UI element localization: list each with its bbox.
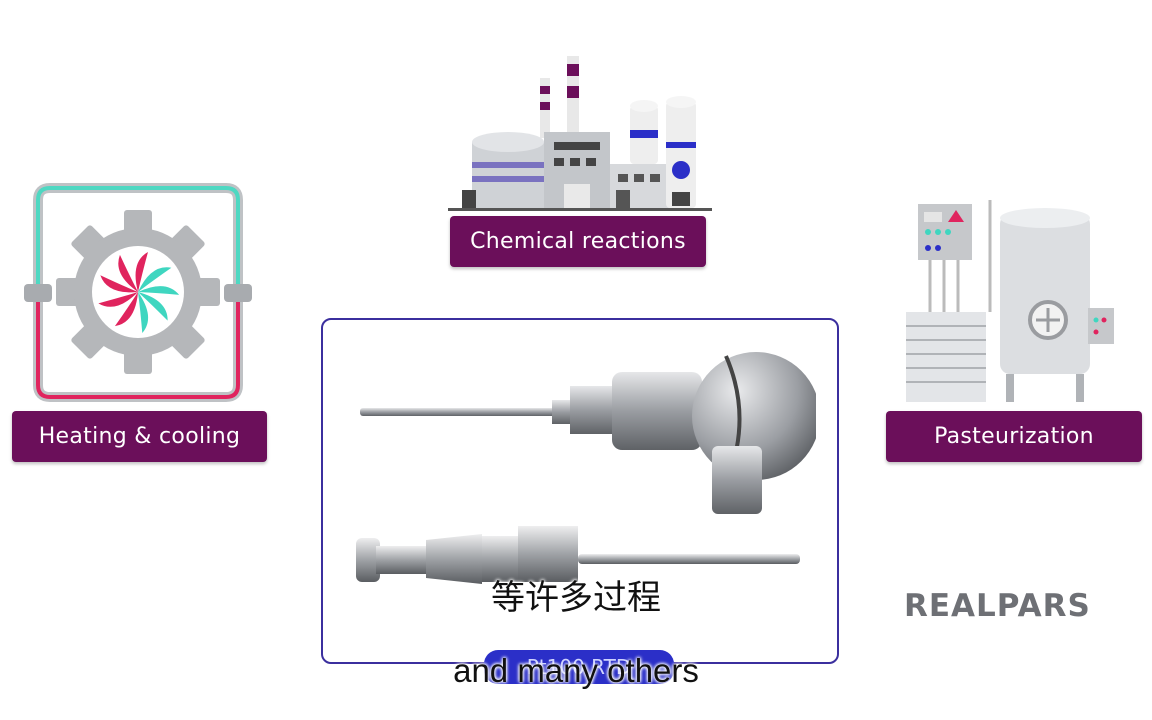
chemical-reactions-label: Chemical reactions [450,216,706,267]
brand-logo: REALPARS [904,588,1091,624]
pasteurization-label: Pasteurization [886,411,1142,462]
subtitle-english: and many others [453,652,699,689]
rtd-sensor-head-icon [360,352,816,514]
heating-cooling-icon [24,183,252,402]
subtitle-chinese: 等许多过程 [491,578,661,618]
chemical-plant-icon [448,56,712,211]
rtd-sensor-probe-icon [356,526,800,584]
product-badge: Pt100 RTD [484,650,674,684]
pasteurization-plant-icon [906,200,1114,402]
heating-cooling-label: Heating & cooling [12,411,267,462]
